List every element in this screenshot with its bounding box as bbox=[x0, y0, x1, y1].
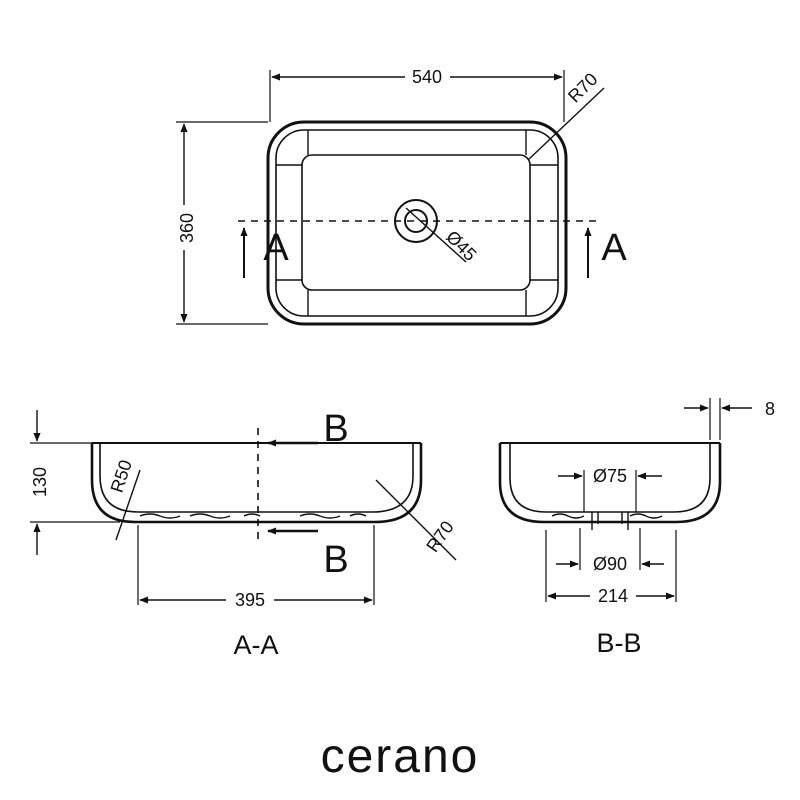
section-bb-inner-profile bbox=[509, 443, 711, 513]
section-aa-labels: 130 R50 R70 395 B B A-A bbox=[30, 408, 458, 660]
top-view bbox=[176, 70, 605, 326]
drain-leader bbox=[405, 207, 467, 263]
aa-inner-radius-label: R50 bbox=[107, 457, 136, 495]
bb-wall-label: 8 bbox=[765, 399, 775, 419]
aa-outer-radius-label: R70 bbox=[422, 517, 457, 556]
cut-letter-top: B bbox=[323, 408, 348, 450]
section-letter-left: A bbox=[263, 227, 289, 269]
section-aa-inner-profile bbox=[99, 443, 414, 513]
aa-bottom-width-label: 395 bbox=[235, 590, 265, 610]
aa-height-label: 130 bbox=[30, 467, 50, 497]
aa-inner-radius-leader bbox=[115, 469, 141, 541]
brand-logo: cerano bbox=[321, 730, 480, 783]
section-bb bbox=[498, 398, 752, 602]
aa-outer-radius-leader bbox=[375, 479, 457, 561]
cut-letter-bottom: B bbox=[323, 539, 348, 581]
bowl-facet-lines bbox=[276, 130, 558, 316]
section-bb-title: B-B bbox=[596, 628, 641, 658]
bb-drain-inner-label: Ø75 bbox=[593, 466, 627, 486]
section-bb-outer-profile bbox=[498, 443, 722, 524]
drain-diameter-label: Ø45 bbox=[442, 227, 480, 265]
section-aa-material-hatch bbox=[139, 513, 367, 519]
width-label: 540 bbox=[412, 67, 442, 87]
section-letter-right: A bbox=[601, 227, 627, 269]
basin-bowl-bottom bbox=[301, 154, 531, 291]
basin-outer-outline bbox=[266, 120, 568, 326]
corner-radius-leader bbox=[527, 87, 605, 161]
section-aa bbox=[30, 410, 457, 605]
bb-bottom-width-label: 214 bbox=[598, 586, 628, 606]
section-bb-drain bbox=[591, 512, 629, 530]
section-aa-outer-profile bbox=[90, 443, 423, 524]
section-bb-labels: 8 Ø75 Ø90 214 B-B bbox=[593, 399, 775, 658]
corner-radius-label: R70 bbox=[564, 69, 601, 106]
section-bb-material-hatch bbox=[551, 513, 663, 519]
drain-outer-circle bbox=[394, 199, 438, 243]
height-label: 360 bbox=[177, 213, 197, 243]
section-aa-title: A-A bbox=[233, 630, 278, 660]
basin-inner-rim bbox=[275, 129, 559, 317]
bb-drain-outer-label: Ø90 bbox=[593, 554, 627, 574]
